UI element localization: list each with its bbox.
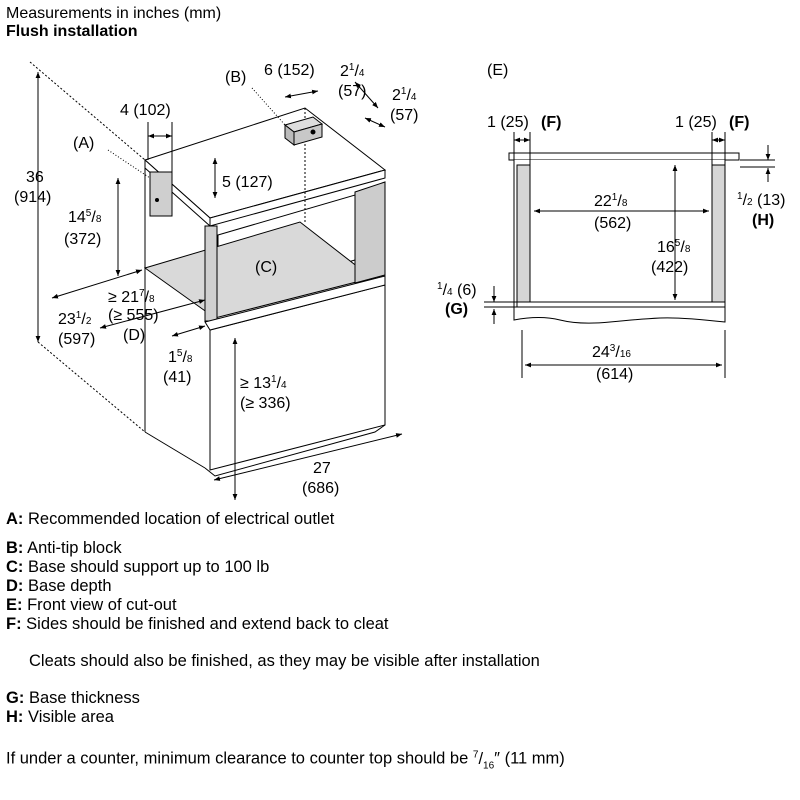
legend-item-g: G: Base thickness [6,689,796,708]
dim-visible-top: 1/2 (13) [737,191,785,209]
dim-outlet-height-in: 145/8 [68,208,102,226]
legend-item-c: C: Base should support up to 100 lb [6,558,796,577]
dimension-lines-left [29,61,403,500]
page-subtitle: Flush installation [6,23,138,40]
cutout-outline [513,160,726,324]
callout-e: (E) [487,62,508,79]
callout-f-right: (F) [729,114,749,131]
footnote-den: 16 [483,759,495,771]
legend-key: H: [6,708,24,726]
legend-note-cleats: Cleats should also be finished, as they … [6,652,796,671]
legend-item-h: H: Visible area [6,708,796,727]
dim-base-depth-mm: (≥ 555) [108,307,159,324]
legend-item-e: E: Front view of cut-out [6,596,796,615]
legend-key: E: [6,596,23,614]
cavity-right-wall [354,181,386,284]
dim-opening-height-mm: (422) [651,259,688,276]
dim-opening-width-in: 221/8 [594,192,628,210]
cavity-left-post [204,225,218,322]
anti-tip-block [283,116,324,147]
dim-opening-width-mm: (562) [594,215,631,232]
callout-h: (H) [752,212,774,229]
legend-text: Base thickness [28,689,140,707]
legend-key: F: [6,615,22,633]
callout-c: (C) [255,259,277,276]
legend-text: Recommended location of electrical outle… [28,510,335,528]
dim-opening-height-in: 165/8 [657,238,691,256]
dim-side-right: 1 (25) [675,114,717,131]
dim-outlet-height-mm: (372) [64,231,101,248]
callout-a: (A) [73,135,94,152]
callout-d: (D) [123,327,145,344]
cabinet-top-side [209,169,386,227]
dim-top-offset: 4 (102) [120,102,171,119]
legend-text: Base depth [28,577,112,595]
legend-text: Front view of cut-out [27,596,177,614]
legend-item-b: B: Anti-tip block [6,539,796,558]
dim-side-depth-mm: (597) [58,331,95,348]
legend-text: Cleats should also be finished, as they … [29,652,540,670]
dim-block-depth2-mm: (57) [390,107,418,124]
legend-item-d: D: Base depth [6,577,796,596]
page-title: Measurements in inches (mm) [6,5,222,22]
dim-height-total-in: 36 [26,169,44,186]
legend-text: Visible area [28,708,114,726]
cutout-front-view [508,152,740,324]
footnote-mm: (11 mm) [504,749,565,768]
footnote: If under a counter, minimum clearance to… [6,749,565,771]
dim-side-left: 1 (25) [487,114,529,131]
cutout-top-cleat [508,152,740,161]
dim-base-height-mm: (≥ 336) [240,395,291,412]
callout-f-left: (F) [541,114,561,131]
dim-block-depth1-mm: (57) [338,83,366,100]
legend-key: D: [6,577,24,595]
legend-text: Sides should be finished and extend back… [26,615,389,633]
dim-cutout-width-in: 243/16 [592,343,631,361]
dim-height-total-mm: (914) [14,189,51,206]
dim-base-thickness-mm: (41) [163,369,191,386]
dim-base-thickness-in: 15/8 [168,348,193,366]
dimension-lines-right [484,132,775,378]
footnote-num: 7 [472,749,479,760]
legend-text: Anti-tip block [27,539,122,557]
legend-key: B: [6,539,24,557]
legend-item-f: F: Sides should be finished and extend b… [6,615,796,634]
dim-base-height-in: ≥ 131/4 [240,374,287,392]
legend-item-a: A: Recommended location of electrical ou… [6,510,796,529]
electrical-outlet [149,171,173,217]
dim-overall-depth-mm: (686) [302,480,339,497]
callout-g: (G) [445,301,468,318]
installation-diagram: (A) (B) (C) (D) 36 (914) 4 (102) 6 (152)… [14,61,785,500]
cutout-left-side [516,164,531,304]
callout-b: (B) [225,69,246,86]
base-top-edge [204,275,386,331]
dim-side-depth-in: 231/2 [58,310,92,328]
legend: A: Recommended location of electrical ou… [6,510,796,775]
legend-key: G: [6,689,25,707]
footnote-unit: ″ [494,749,500,768]
dim-base-depth-in: ≥ 217/8 [108,288,155,306]
cutout-base [516,301,726,308]
dim-base-thick-front: 1/4 (6) [437,281,477,299]
cabinet-isometric [143,107,387,477]
dim-block-depth2-in: 21/4 [392,86,417,104]
footnote-text: If under a counter, minimum clearance to… [6,749,469,768]
dim-block-depth1-in: 21/4 [340,62,365,80]
cutout-right-side [711,164,726,304]
dim-cutout-width-mm: (614) [596,366,633,383]
legend-key: C: [6,558,24,576]
dim-overall-depth-in: 27 [313,460,331,477]
dim-block-width: 6 (152) [264,62,315,79]
legend-key: A: [6,510,24,528]
legend-text: Base should support up to 100 lb [28,558,270,576]
dim-cavity-top: 5 (127) [222,174,273,191]
